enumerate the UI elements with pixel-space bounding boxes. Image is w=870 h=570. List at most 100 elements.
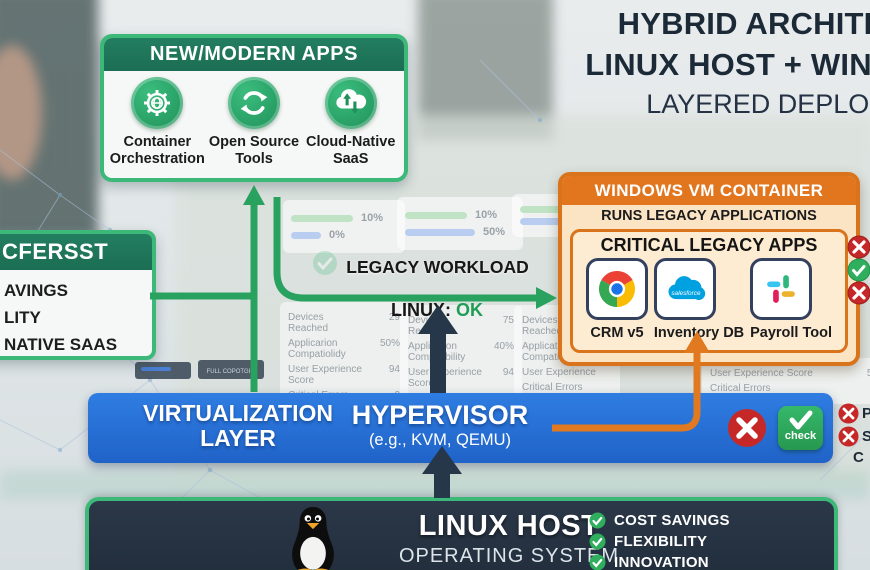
bg-progress-card: 10% 50% — [397, 197, 523, 250]
tux-penguin-icon — [291, 507, 335, 570]
bg-progress-bar — [520, 206, 590, 213]
legend-item-label: P — [862, 405, 870, 422]
bg-dark-tile — [135, 362, 191, 379]
hypervisor-title: HYPERVISOR — [351, 400, 529, 430]
linux-benefit-item: COST SAVINGS — [589, 512, 730, 529]
legacy-app-label: CRM v5 — [590, 325, 644, 341]
bg-metric-label: User Experience Score — [710, 368, 813, 379]
bg-tile-bar — [141, 367, 171, 371]
bg-tile-label: FULL COPOTGIM — [206, 369, 256, 375]
linux-host-bar: LINUX HOST OPERATING SYSTEM COST SAVINGS… — [85, 497, 838, 570]
bg-progress-pct: 10% — [361, 212, 384, 224]
legacy-app-item: Payroll Tool — [750, 258, 832, 342]
bg-metric-value: 94 — [502, 367, 514, 378]
benefits-box-header: CFERSST — [0, 234, 152, 270]
legacy-workload-label: LEGACY WORKLOAD — [346, 257, 529, 277]
bg-progress-bar — [520, 218, 594, 225]
modern-apps-box: NEW/MODERN APPS — [100, 34, 408, 182]
status-x-icon — [847, 281, 870, 305]
bg-progress-pct: 0% — [329, 229, 345, 241]
chrome-icon — [585, 258, 648, 320]
bg-metric-value: 75 — [502, 315, 514, 326]
check-circle-icon — [589, 533, 606, 550]
bg-metric-value: 59 — [866, 368, 870, 379]
title-line-3: LAYERED DEPLOYMENT — [646, 89, 870, 119]
legend-item-label: S — [862, 428, 870, 445]
bg-metric-label: User Experience — [522, 367, 596, 378]
bg-metric-value: 29 — [388, 312, 400, 323]
linux-benefit-label: COST SAVINGS — [614, 512, 730, 529]
windows-vm-box: WINDOWS VM CONTAINER RUNS LEGACY APPLICA… — [558, 172, 860, 366]
bg-metric-value: 40% — [493, 341, 514, 352]
bg-metric-value: 94 — [388, 364, 400, 375]
linux-host-title: LINUX HOST — [418, 510, 600, 542]
circular-arrows-icon — [228, 77, 280, 129]
modern-app-label: Open Source Tools — [208, 134, 300, 167]
slack-icon — [750, 258, 813, 320]
check-circle-icon — [589, 512, 606, 529]
benefit-item: LITY — [4, 308, 41, 327]
bg-metric-label: Critical Errors — [522, 382, 583, 393]
bg-metric-label: Application Compatibility — [522, 341, 580, 363]
virtualization-label-line2: LAYER — [200, 425, 276, 451]
error-x-icon — [728, 409, 766, 447]
modern-apps-header: NEW/MODERN APPS — [104, 38, 404, 71]
windows-vm-subheader: RUNS LEGACY APPLICATIONS — [601, 208, 817, 224]
server-rack-monitor-blob — [0, 0, 98, 238]
legacy-app-item: CRM v5 — [585, 258, 648, 342]
benefit-item: NATIVE SAAS — [4, 335, 118, 354]
bg-metric-label: Application Compatibility — [408, 341, 466, 363]
linux-ok-label: LINUX: OK — [357, 300, 517, 321]
check-button-label: check — [784, 430, 817, 442]
legacy-app-item: salesforce Inventory DB — [653, 258, 745, 342]
bg-dark-tile: FULL COPOTGIM — [198, 360, 264, 379]
modern-app-label: Cloud-Native SaaS — [305, 134, 396, 167]
bg-progress-pct: 50% — [483, 226, 506, 238]
bg-progress-bar — [291, 231, 321, 239]
linux-benefit-label: INNOVATION — [614, 554, 709, 570]
benefit-item: AVINGS — [4, 281, 68, 300]
title-line-2: LINUX HOST + WINDOWS VM — [585, 47, 870, 82]
linux-ok-status: OK — [456, 300, 483, 320]
salesforce-wordmark: salesforce — [671, 290, 701, 297]
check-button: check — [778, 406, 823, 450]
benefits-box: CFERSST AVINGS LITY NATIVE SAAS — [0, 230, 156, 360]
bg-metric-label: Devices Reached — [288, 312, 329, 334]
title-line-1: HYBRID ARCHITECTURE — [617, 6, 870, 41]
linux-benefit-label: FLEXIBILITY — [614, 533, 708, 550]
bg-metric-label: Critical Errors — [710, 383, 771, 394]
check-circle-icon — [589, 554, 606, 570]
bg-metric-label: Devices Reached — [522, 315, 563, 337]
critical-legacy-apps-title: CRITICAL LEGACY APPS — [600, 235, 818, 255]
hypervisor-subtitle: (e.g., KVM, QEMU) — [368, 431, 512, 449]
gear-globe-icon — [131, 77, 184, 129]
linux-ok-prefix: LINUX: — [390, 300, 451, 320]
virtualization-label-line1: VIRTUALIZATION — [143, 400, 333, 426]
modern-app-item: Cloud-Native SaaS — [301, 77, 400, 168]
status-x-icon — [847, 235, 870, 259]
status-check-icon — [847, 258, 870, 282]
modern-app-item: Open Source Tools — [207, 77, 302, 168]
linux-benefit-item: INNOVATION — [589, 554, 730, 570]
critical-legacy-apps-box: CRITICAL LEGACY APPS CRM v5 — [570, 229, 848, 353]
virtualization-layer-bar: VIRTUALIZATION LAYER HYPERVISOR (e.g., K… — [88, 393, 833, 463]
bg-progress-bar — [405, 211, 467, 219]
bg-progress-bar — [291, 214, 353, 222]
main-title: HYBRID ARCHITECTURE LINUX HOST + WINDOWS… — [540, 6, 870, 120]
bg-metric-value: 50% — [379, 338, 400, 349]
legacy-app-label: Payroll Tool — [750, 325, 833, 341]
windows-vm-header: WINDOWS VM CONTAINER — [562, 176, 856, 205]
bg-progress-card: 10% 0% — [283, 200, 405, 253]
modern-app-item: Container Orchestration — [108, 77, 207, 168]
bg-progress-bar — [405, 228, 475, 236]
cloud-arrows-icon — [324, 77, 377, 129]
bg-metric-label: Applicarion Compatiolidy — [288, 338, 346, 360]
bg-progress-pct: 10% — [475, 209, 498, 221]
salesforce-icon: salesforce — [653, 258, 716, 320]
check-glyph — [789, 410, 813, 430]
linux-host-subtitle: OPERATING SYSTEM — [398, 545, 620, 567]
legacy-app-label: Inventory DB — [653, 325, 745, 341]
bg-metric-label: User Experience Score — [408, 367, 482, 389]
bg-metric-label: User Experience Score — [288, 364, 362, 386]
modern-app-label: Container Orchestration — [109, 134, 205, 167]
